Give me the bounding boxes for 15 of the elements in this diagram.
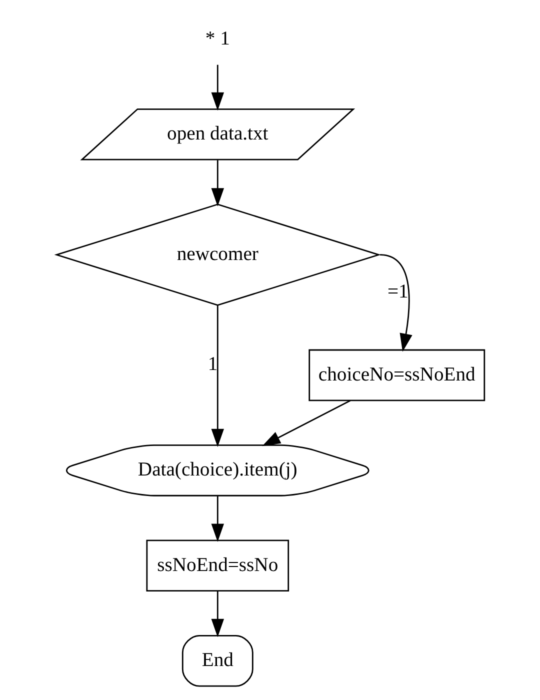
arrow xyxy=(262,400,350,446)
arrow xyxy=(210,160,224,206)
node-box: End xyxy=(181,634,253,687)
arrow xyxy=(380,254,412,352)
node-box: ssNoEnd=ssNo xyxy=(146,540,289,592)
edge-label: =1 xyxy=(386,282,408,303)
arrow xyxy=(210,591,224,638)
node-box: choiceNo=ssNoEnd xyxy=(308,349,485,402)
arrow xyxy=(210,496,224,542)
node-ellipse: Data(choice).item(j) xyxy=(65,444,369,496)
edge-label: 1 xyxy=(207,354,218,376)
arrow xyxy=(210,306,224,448)
node-diamond: newcomer xyxy=(54,204,381,306)
node-text: * 1 xyxy=(204,28,230,50)
arrow xyxy=(210,64,224,111)
